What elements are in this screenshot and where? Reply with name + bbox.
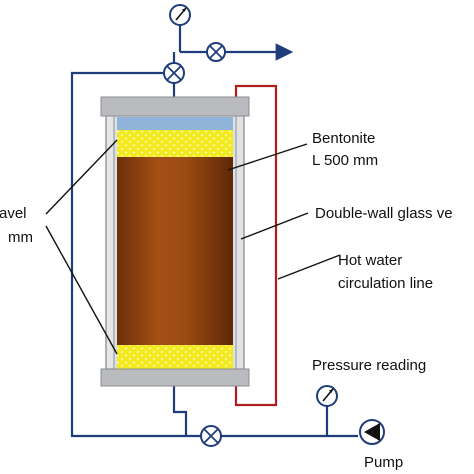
valve-icon: [200, 425, 222, 447]
circulation-line-label: circulation line: [338, 275, 433, 292]
pump-icon: [359, 419, 385, 445]
top-gravel-layer: [117, 130, 233, 157]
top-end-cap: [100, 96, 250, 117]
gravel-label: ravel: [0, 205, 27, 222]
valve-icon: [206, 42, 226, 62]
valve-icon: [163, 62, 185, 84]
bentonite-length-label: L 500 mm: [312, 152, 378, 169]
hot-water-label: Hot water: [338, 252, 402, 269]
leader-lines: [45, 139, 341, 355]
pressure-gauge-icon: [169, 4, 191, 26]
vessel-label: Double-wall glass ve: [315, 205, 453, 222]
vessel-assembly: [100, 96, 250, 387]
bottom-end-cap: [100, 368, 250, 387]
bottom-gravel-layer: [117, 345, 233, 369]
gravel-size-label: mm: [8, 229, 33, 246]
pump-label: Pump: [364, 454, 403, 471]
bentonite-label: Bentonite: [312, 130, 375, 147]
bentonite-core: [117, 157, 233, 345]
pressure-gauge-icon: [316, 385, 338, 407]
pressure-reading-label: Pressure reading: [312, 357, 426, 374]
top-water-layer: [117, 117, 233, 130]
piping: [70, 24, 358, 438]
